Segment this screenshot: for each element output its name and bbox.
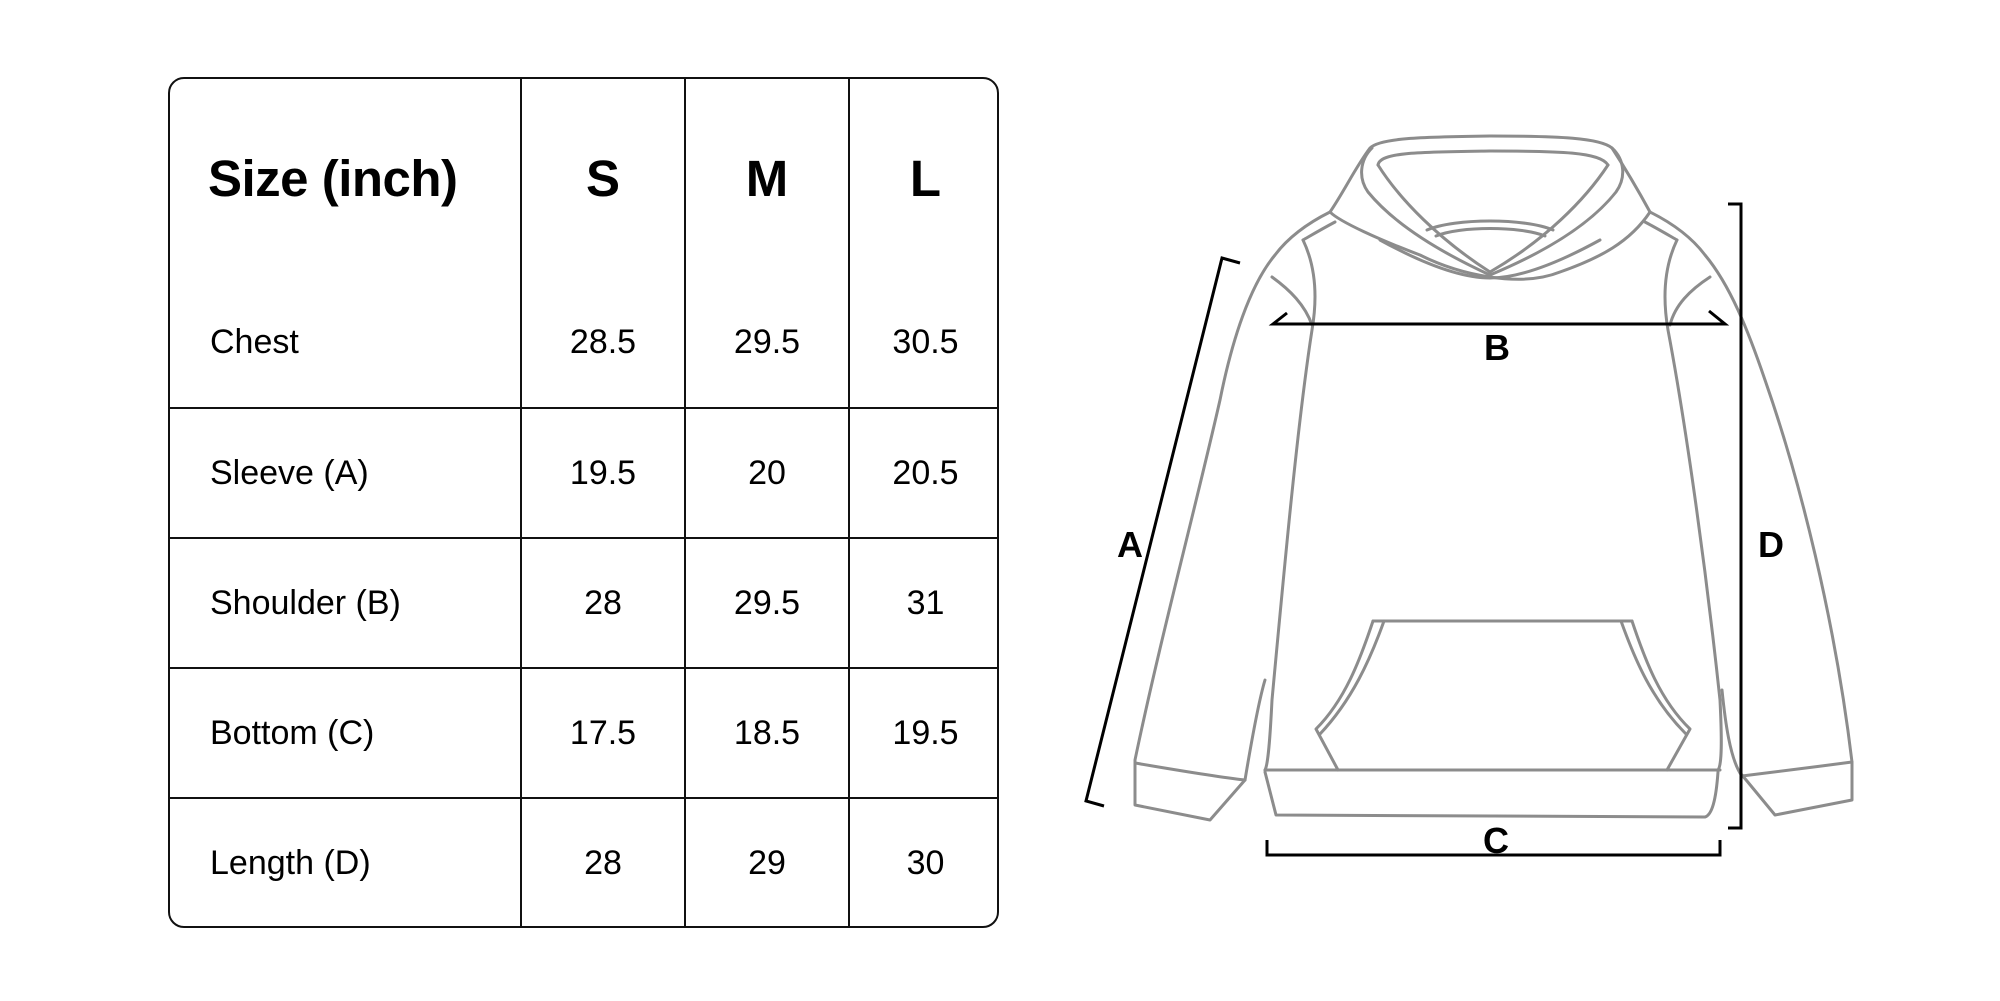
measure-a-label: A [1117,524,1143,565]
cell-value-l: 19.5 [849,668,997,799]
pocket-right-outer [1630,619,1692,772]
hood-lapel-left-inner [1376,163,1492,274]
measure-d-line [1728,202,1743,830]
hood-lapel-right-outer [1488,146,1625,277]
waistband [1263,770,1720,819]
row-label: Shoulder (B) [170,538,522,669]
measure-c-label: C [1483,820,1509,861]
table-row-chest: Chest 28.5 29.5 30.5 [170,278,997,409]
hood-lapel-right-inner [1488,163,1610,274]
neckline-inner [1434,227,1547,238]
hood-base [1328,210,1652,281]
header-size-inch: Size (inch) [170,79,522,278]
left-sleeve-outer [1133,210,1332,822]
right-armpit-line [1668,275,1712,327]
table-row-bottom: Bottom (C) 17.5 18.5 19.5 [170,668,997,799]
cell-value-l: 30.5 [849,278,997,409]
pocket-left-inner [1318,619,1386,736]
cell-value-l: 20.5 [849,408,997,539]
row-label: Bottom (C) [170,668,522,799]
cell-value-m: 29.5 [685,538,850,669]
cell-value-s: 28 [521,798,686,926]
cell-value-s: 28.5 [521,278,686,409]
size-chart-table: Size (inch) S M L Chest 28.5 29.5 30.5 S… [168,77,999,928]
right-sleeve-inner [1720,688,1744,778]
measure-b-line [1268,309,1730,326]
hood-base-inner [1378,238,1602,280]
measure-a-line [1084,256,1241,808]
cell-value-s: 17.5 [521,668,686,799]
measure-d-label: D [1758,524,1784,565]
row-label: Length (D) [170,798,522,926]
measure-b-label: B [1484,327,1510,368]
header-size-s: S [521,79,686,278]
hoodie-outline-icon [1133,134,1854,822]
header-size-l: L [909,150,942,207]
header-size-m: M [685,79,850,278]
pocket-right-inner [1619,619,1688,736]
cell-value-m: 20 [685,408,850,539]
cell-value-s: 28 [521,538,686,669]
neckline-outer [1425,219,1555,232]
cell-value-m: 29 [685,798,850,926]
measure-c-line [1265,840,1722,857]
cell-value-m: 29.5 [685,278,850,409]
cell-value-s: 19.5 [521,408,686,539]
table-row-shoulder: Shoulder (B) 28 29.5 31 [170,538,997,669]
hood-inner-rim [1376,149,1610,167]
row-label: Chest [170,278,522,409]
table-header-row: Size (inch) S M L [170,79,997,278]
hood-lapel-left-outer [1360,146,1492,277]
right-shoulder-seam [1643,220,1679,242]
right-raglan-seam [1663,238,1723,772]
pocket-left-outer [1314,619,1375,772]
left-sleeve-inner [1243,678,1267,782]
right-cuff-seam [1740,760,1854,778]
left-armpit-line [1270,275,1314,327]
table-row-length: Length (D) 28 29 30 [170,798,997,926]
measurement-lines [1084,202,1743,857]
left-raglan-seam [1263,238,1317,772]
table-row-sleeve: Sleeve (A) 19.5 20 20.5 [170,408,997,539]
size-table: Size (inch) S M L Chest 28.5 29.5 30.5 S… [170,79,997,926]
left-cuff-seam [1133,761,1247,782]
cell-value-m: 18.5 [685,668,850,799]
left-shoulder-seam [1301,220,1337,242]
row-label: Sleeve (A) [170,408,522,539]
cell-value-l: 30 [906,844,945,882]
hood-outer [1328,134,1652,214]
cell-value-l: 31 [849,538,997,669]
right-sleeve-outer [1648,210,1854,817]
